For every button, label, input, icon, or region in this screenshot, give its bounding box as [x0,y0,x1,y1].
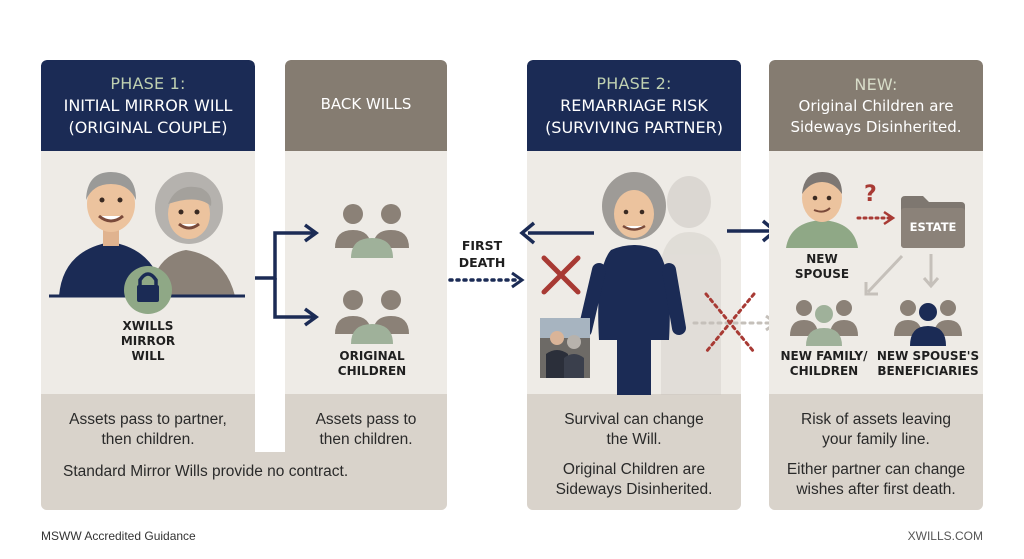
phase2-footer-line4: Sideways Disinherited. [555,481,713,498]
phase2-header: PHASE 2: REMARRIAGE RISK (SURVIVING PART… [527,60,741,151]
phase2-footer-line2: the Will. [606,431,662,448]
new-subtitle: NEW: [854,74,898,94]
estate-folder-icon [901,196,965,248]
new-footer-line3: Either partner can change [786,461,966,478]
beneficiaries-icon [894,300,962,346]
new-footer-line1: Risk of assets leaving [801,411,951,428]
question-mark: ? [864,182,877,207]
original-children-line2: CHILDREN [337,364,407,378]
phase2-footer-bg [527,394,741,510]
phase1-footer-bg [41,394,255,510]
phase2-footer-text: Survival can change the Will. Original C… [527,410,741,500]
brand-left: MSWW Accredited Guidance [41,529,196,543]
lock-label: XWILLS MIRROR WILL [98,319,198,364]
shared-footer-text: Standard Mirror Wills provide no contrac… [63,463,349,480]
new-footer-line4: wishes after first death. [796,481,956,498]
lock-label-line2: MIRROR [120,334,176,348]
new-spouse-line2: SPOUSE [794,267,850,281]
original-children-label: ORIGINAL CHILDREN [315,349,429,379]
new-spouse-line1: NEW [806,252,838,266]
new-footer-bg [769,394,983,510]
phase1-footer-text: Assets pass to partner, then children. [41,410,255,450]
beneficiaries-line1: NEW SPOUSE'S [876,349,980,363]
phase1-title-line2: (ORIGINAL COUPLE) [68,117,228,137]
new-header: NEW: Original Children are Sideways Disi… [769,60,983,151]
phase2-footer-line1: Survival can change [564,411,704,428]
estate-label: ESTATE [909,220,957,234]
new-title-line2: Sideways Disinherited. [790,117,962,136]
backwills-footer-bg [285,394,447,510]
lock-label-line3: WILL [131,349,165,363]
phase2-title-line2: (SURVIVING PARTNER) [545,117,723,137]
phase1-footer-line1: Assets pass to partner, [69,411,227,428]
backwills-title: BACK WILLS [320,95,412,113]
brand-right[interactable]: XWILLS.COM [907,529,983,543]
phase1-footer-line2: then children. [101,431,195,448]
new-spouse-label: NEW SPOUSE [782,252,862,282]
photo-icon [540,318,590,378]
new-title-line1: Original Children are [798,96,954,115]
new-footer-line2: your family line. [822,431,930,448]
couple-illustration [49,172,245,314]
phase2-footer-line3: Original Children are [562,461,706,478]
new-spouse-icon [786,172,858,248]
phase1-title-line1: INITIAL MIRROR WILL [63,95,233,115]
back-arrow-left [519,221,594,245]
first-death-arrow [448,271,525,289]
new-family-icon [790,300,858,346]
new-family-line1: NEW FAMILY/ [780,349,868,363]
shared-footer-bridge [255,452,285,510]
backwills-footer-text: Assets pass to then children. [285,410,447,450]
new-family-line2: CHILDREN [789,364,859,378]
first-death-line2: DEATH [458,255,506,270]
backwills-footer-line1: Assets pass to [315,411,417,428]
lock-icon [124,266,172,314]
branch-arrows [255,223,319,327]
beneficiaries-line2: BENEFICIARIES [877,364,979,378]
new-family-label: NEW FAMILY/ CHILDREN [776,349,872,379]
backwills-footer-line2: then children. [319,431,413,448]
backwills-header: BACK WILLS [285,60,447,151]
new-footer-text: Risk of assets leaving your family line.… [769,410,983,500]
first-death-line1: FIRST [461,238,503,253]
original-children-line1: ORIGINAL [339,349,405,363]
people-group-icon-bottom [335,290,409,344]
dotted-arrow-to-estate [856,210,896,226]
phase1-subtitle: PHASE 1: [110,73,186,93]
phase2-subtitle: PHASE 2: [596,73,672,93]
woman-figure [149,172,235,296]
phase1-header: PHASE 1: INITIAL MIRROR WILL (ORIGINAL C… [41,60,255,151]
red-x-icon [541,255,581,295]
phase2-title-line1: REMARRIAGE RISK [560,95,708,115]
lock-label-line1: XWILLS [122,319,174,333]
estate-flow-arrows [864,254,940,296]
people-group-icon-top [335,204,409,258]
first-death-label: FIRST DEATH [446,237,518,271]
beneficiaries-label: NEW SPOUSE'S BENEFICIARIES [876,349,980,379]
